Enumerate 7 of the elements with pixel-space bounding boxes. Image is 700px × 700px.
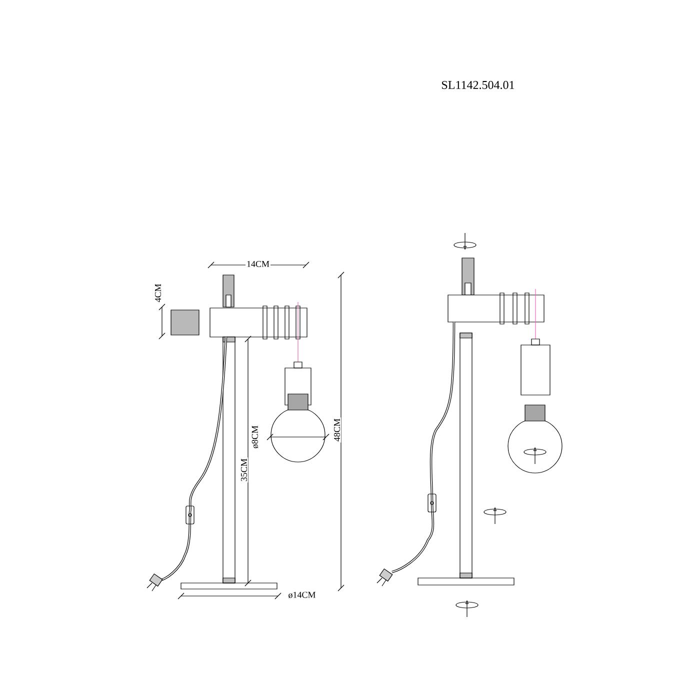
dimension-label: ø14CM bbox=[287, 590, 317, 600]
model-number: SL1142.504.01 bbox=[440, 80, 516, 90]
dimension-label: 14CM bbox=[246, 260, 270, 268]
dimension-label: 48CM bbox=[332, 418, 342, 442]
dimension-label: 4CM bbox=[154, 282, 162, 304]
dimension-label: 35CM bbox=[240, 458, 248, 482]
dimension-label: ø8CM bbox=[250, 424, 260, 450]
